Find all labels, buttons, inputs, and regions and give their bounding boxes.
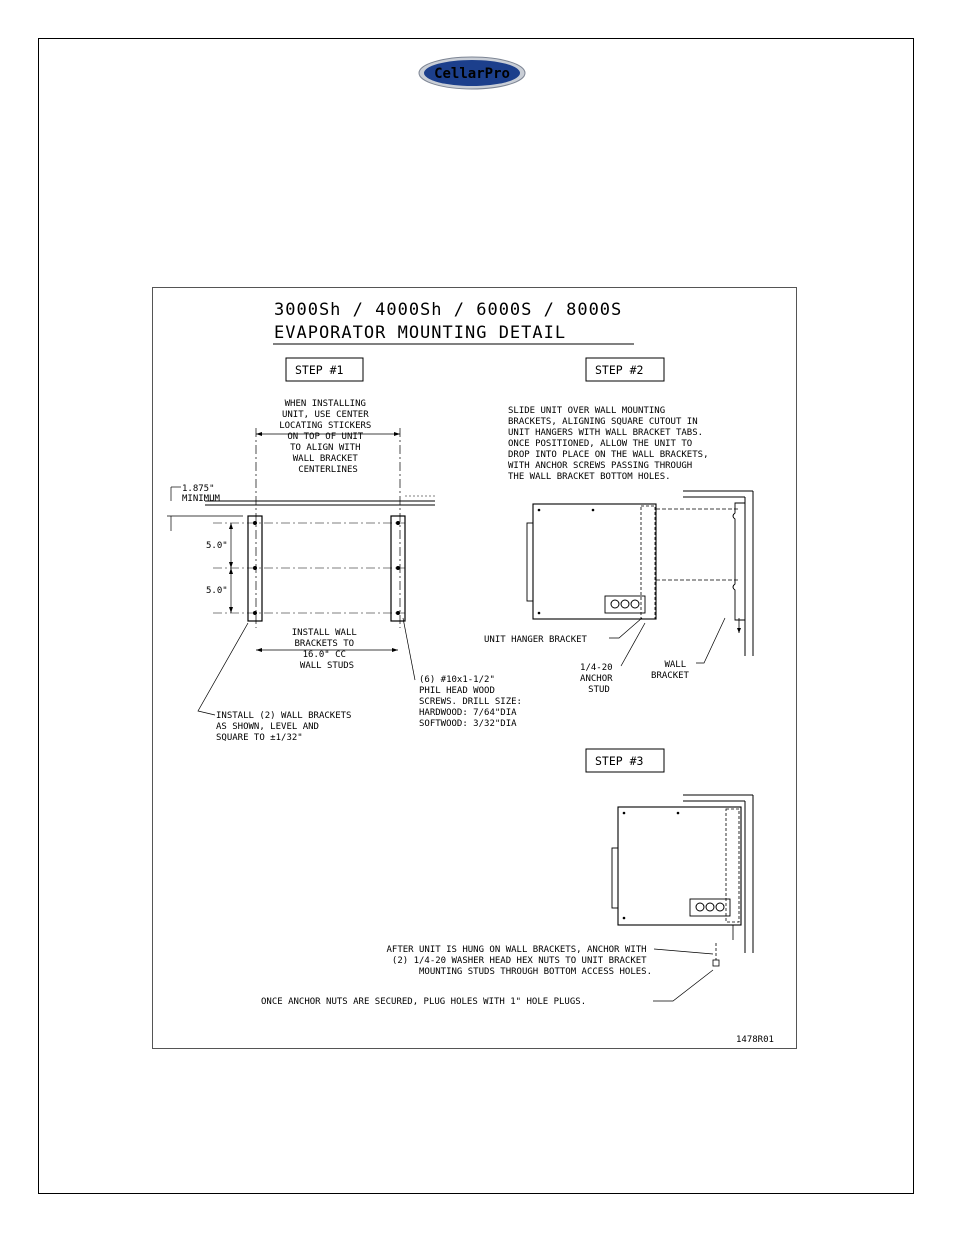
mounting-detail-drawing: 3000Sh / 4000Sh / 6000S / 8000S EVAPORAT… xyxy=(152,287,797,1049)
step3-unit xyxy=(617,806,742,926)
step1-minimum-note: 1.875" MINIMUM xyxy=(182,484,221,504)
step2-diagram: SLIDE UNIT OVER WALL MOUNTING BRACKETS, … xyxy=(484,406,754,695)
step2-label: STEP #2 xyxy=(595,363,643,377)
cellarpro-logo: CellarPro xyxy=(418,56,526,90)
step3-diagram: AFTER UNIT IS HUNG ON WALL BRACKETS, ANC… xyxy=(261,794,754,1007)
step2-wall-bracket-label: WALL BRACKET xyxy=(651,660,692,681)
step1-label: STEP #1 xyxy=(295,363,344,377)
step3-after-note: AFTER UNIT IS HUNG ON WALL BRACKETS, ANC… xyxy=(386,945,652,977)
step1-install-note: INSTALL WALL BRACKETS TO 16.0" CC WALL S… xyxy=(292,628,362,671)
page-border xyxy=(38,38,914,1194)
drawing-number: 1478R01 xyxy=(736,1035,774,1045)
left-wall-bracket xyxy=(247,515,263,622)
step1-diagram: WHEN INSTALLING UNIT, USE CENTER LOCATIN… xyxy=(167,399,527,743)
step1-screws-note: (6) #10x1-1/2" PHIL HEAD WOOD SCREWS. DR… xyxy=(419,675,527,729)
drawing-title-line2: EVAPORATOR MOUNTING DETAIL xyxy=(274,323,566,343)
step1-dim-2: 5.0" xyxy=(206,586,228,596)
step2-hanger-label: UNIT HANGER BRACKET xyxy=(484,635,588,645)
step1-dim-1: 5.0" xyxy=(206,541,228,551)
right-wall-bracket xyxy=(390,515,406,622)
step1-box xyxy=(285,357,364,382)
step2-box xyxy=(585,357,665,382)
step2-unit xyxy=(532,503,657,620)
step3-label: STEP #3 xyxy=(595,754,644,768)
logo-text: CellarPro xyxy=(434,66,510,82)
step3-plug-note: ONCE ANCHOR NUTS ARE SECURED, PLUG HOLES… xyxy=(261,997,586,1007)
step1-level-note: INSTALL (2) WALL BRACKETS AS SHOWN, LEVE… xyxy=(216,711,357,743)
step3-box xyxy=(585,748,665,773)
step1-stickers-note: WHEN INSTALLING UNIT, USE CENTER LOCATIN… xyxy=(279,399,377,475)
step2-slide-note: SLIDE UNIT OVER WALL MOUNTING BRACKETS, … xyxy=(508,406,714,482)
step2-anchor-label: 1/4-20 ANCHOR STUD xyxy=(580,663,618,695)
drawing-title-line1: 3000Sh / 4000Sh / 6000S / 8000S xyxy=(274,300,622,320)
